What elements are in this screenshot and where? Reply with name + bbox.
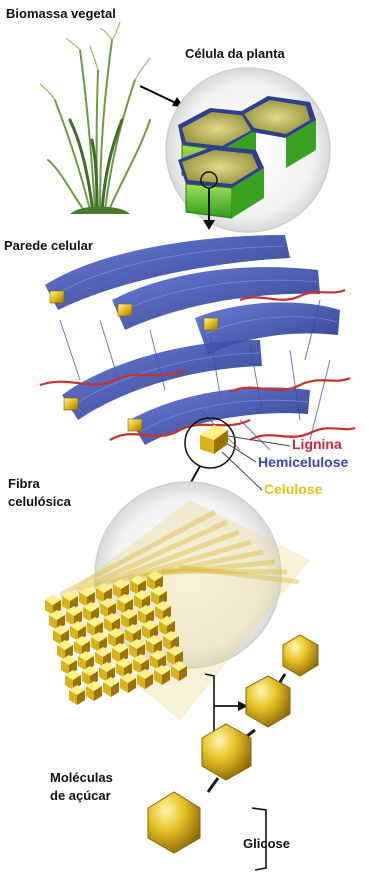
legend-hemicellulose: Hemicelulose xyxy=(258,455,348,470)
glucose-molecule-4 xyxy=(148,792,200,853)
label-plant-cell: Célula da planta xyxy=(185,46,285,61)
plant-cell-illustration xyxy=(166,68,330,232)
label-cell-wall: Parede celular xyxy=(4,238,93,253)
label-fiber-line1: Fibra xyxy=(8,476,40,491)
legend-lignin: Lignina xyxy=(292,437,342,452)
label-sugar-line1: Moléculas xyxy=(50,770,113,785)
glucose-molecule-2 xyxy=(246,676,290,727)
label-glucose: Glicose xyxy=(243,836,290,851)
label-biomass: Biomassa vegetal xyxy=(6,6,116,21)
arrow-grass-to-cell xyxy=(140,86,184,107)
label-fiber-line2: celulósica xyxy=(8,494,71,509)
legend-cellulose: Celulose xyxy=(264,482,322,497)
glucose-molecule-3 xyxy=(202,724,251,780)
label-sugar-line2: de açúcar xyxy=(50,788,111,803)
grass-illustration xyxy=(40,22,150,214)
cellulose-cube xyxy=(200,425,228,454)
glucose-molecule-1 xyxy=(283,635,318,676)
